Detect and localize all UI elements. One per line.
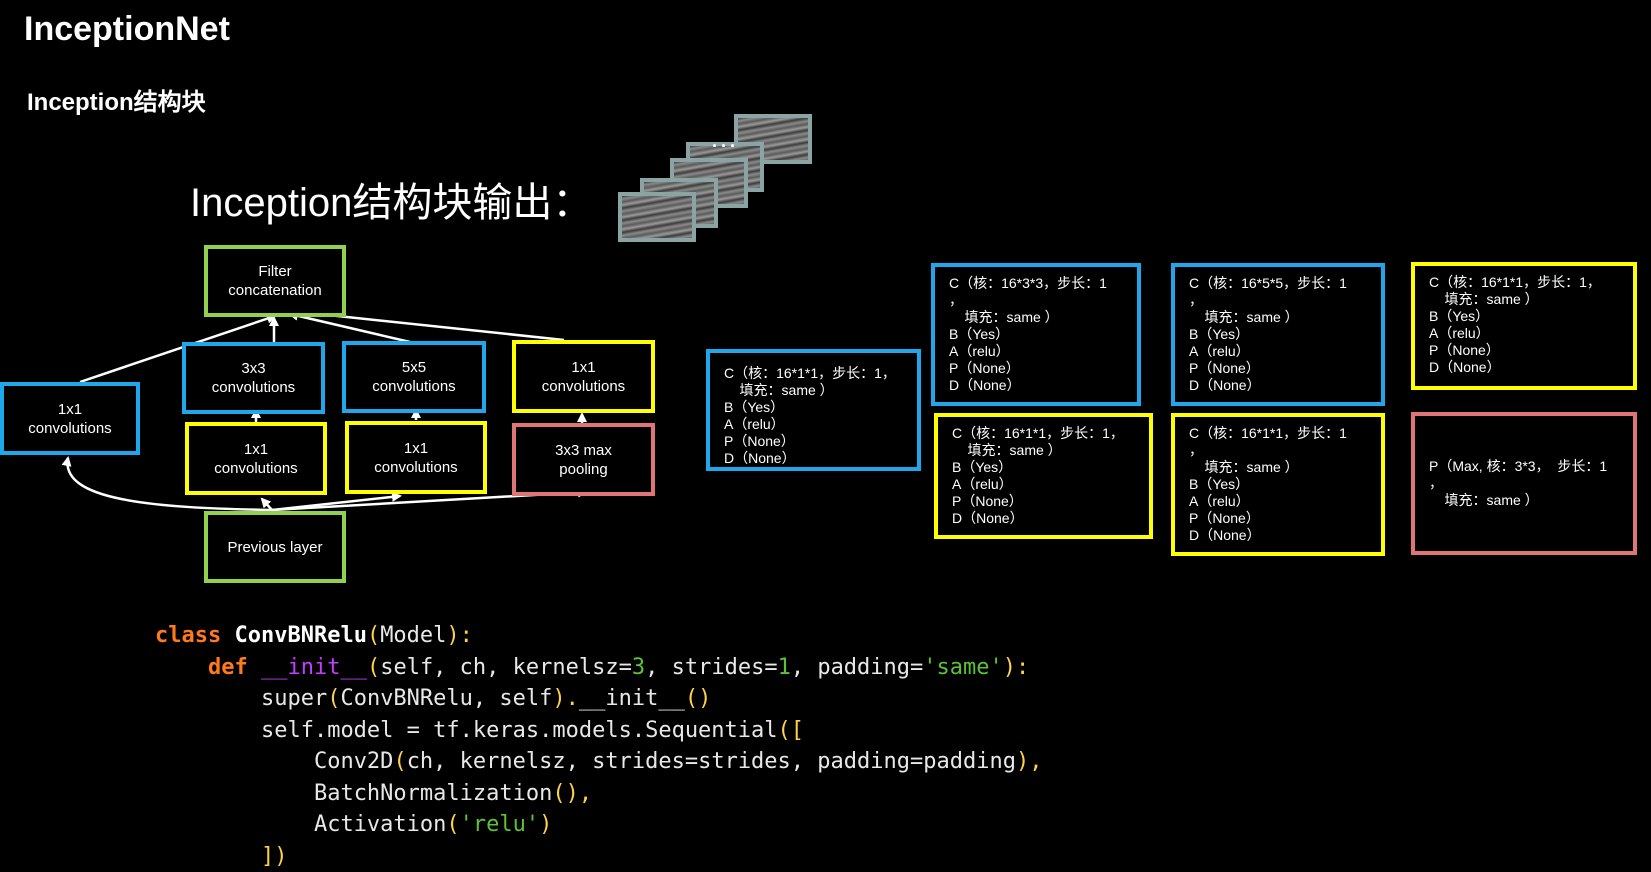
param-line: A（relu） xyxy=(952,476,1135,493)
param-line: B（Yes） xyxy=(952,459,1135,476)
param-line: A（relu） xyxy=(1189,493,1367,510)
param-line: P（None） xyxy=(724,433,903,450)
param-line: 填充：same ） xyxy=(1429,492,1619,509)
param-line: D（None） xyxy=(1189,527,1367,544)
code-line: super(ConvBNRelu, self).__init__() xyxy=(155,683,1042,715)
code-line: Activation('relu') xyxy=(155,809,1042,841)
conv-1x1-left-box: 1x1 convolutions xyxy=(0,382,140,455)
previous-layer-box: Previous layer xyxy=(204,511,346,583)
param-line: A（relu） xyxy=(724,416,903,433)
conv-1x1-under-5x5-box: 1x1 convolutions xyxy=(345,421,487,494)
conv-3x3-box: 3x3 convolutions xyxy=(182,342,325,414)
param-line: C（核：16*5*5，步长：1 xyxy=(1189,275,1367,292)
param-line: ， xyxy=(1429,475,1619,492)
param-line: B（Yes） xyxy=(1429,308,1619,325)
param-line: ， xyxy=(949,292,1123,309)
param-line: C（核：16*1*1，步长：1， xyxy=(724,365,903,382)
param-line: P（None） xyxy=(949,360,1123,377)
param-line: P（None） xyxy=(1189,510,1367,527)
param-box-conv-3x3: C（核：16*3*3，步长：1 ， 填充：same ） B（Yes） A（rel… xyxy=(931,263,1141,406)
param-line: P（Max, 核：3*3， 步长：1 xyxy=(1429,458,1619,475)
param-line: A（relu） xyxy=(949,343,1123,360)
conv-5x5-box: 5x5 convolutions xyxy=(342,341,486,413)
code-block: class ConvBNRelu(Model): def __init__(se… xyxy=(155,620,1042,872)
param-line: P（None） xyxy=(1189,360,1367,377)
param-line: 填充：same ） xyxy=(1189,459,1367,476)
code-line: ]) xyxy=(155,841,1042,872)
filter-concatenation-box: Filter concatenation xyxy=(204,245,346,317)
param-box-conv-1x1: C（核：16*1*1，步长：1， 填充：same ） B（Yes） A（relu… xyxy=(706,349,921,471)
code-line: BatchNormalization(), xyxy=(155,778,1042,810)
param-line: B（Yes） xyxy=(1189,476,1367,493)
param-line: B（Yes） xyxy=(724,399,903,416)
param-line: C（核：16*1*1，步长：1 xyxy=(1189,425,1367,442)
param-line: ， xyxy=(1189,292,1367,309)
param-line: D（None） xyxy=(1189,377,1367,394)
conv-1x1-under-3x3-box: 1x1 convolutions xyxy=(185,422,327,495)
param-line: A（relu） xyxy=(1189,343,1367,360)
max-pooling-box: 3x3 max pooling xyxy=(512,423,655,496)
param-line: C（核：16*3*3，步长：1 xyxy=(949,275,1123,292)
param-line: C（核：16*1*1，步长：1， xyxy=(1429,274,1619,291)
param-line: D（None） xyxy=(952,510,1135,527)
param-line: B（Yes） xyxy=(949,326,1123,343)
code-line: Conv2D(ch, kernelsz, strides=strides, pa… xyxy=(155,746,1042,778)
param-line: C（核：16*1*1，步长：1， xyxy=(952,425,1135,442)
arrow xyxy=(262,499,272,510)
conv-1x1-top-right-box: 1x1 convolutions xyxy=(512,340,655,413)
param-line: D（None） xyxy=(1429,359,1619,376)
param-line: 填充：same ） xyxy=(1189,309,1367,326)
param-line: 填充：same ） xyxy=(1429,291,1619,308)
param-line: D（None） xyxy=(724,450,903,467)
param-line: P（None） xyxy=(952,493,1135,510)
code-line: self.model = tf.keras.models.Sequential(… xyxy=(155,715,1042,747)
param-line: A（relu） xyxy=(1429,325,1619,342)
param-line: 填充：same ） xyxy=(952,442,1135,459)
param-box-conv-1x1-c: C（核：16*1*1，步长：1 ， 填充：same ） B（Yes） A（rel… xyxy=(1171,413,1385,556)
param-line: 填充：same ） xyxy=(724,382,903,399)
param-line: P（None） xyxy=(1429,342,1619,359)
param-box-conv-1x1-b: C（核：16*1*1，步长：1， 填充：same ） B（Yes） A（relu… xyxy=(934,413,1153,539)
param-line: D（None） xyxy=(949,377,1123,394)
code-line: def __init__(self, ch, kernelsz=3, strid… xyxy=(155,652,1042,684)
param-box-max-pooling: P（Max, 核：3*3， 步长：1 ， 填充：same ） xyxy=(1411,412,1637,555)
param-line: ， xyxy=(1189,442,1367,459)
param-line: B（Yes） xyxy=(1189,326,1367,343)
param-box-conv-1x1-d: C（核：16*1*1，步长：1， 填充：same ） B（Yes） A（relu… xyxy=(1411,262,1637,390)
param-box-conv-5x5: C（核：16*5*5，步长：1 ， 填充：same ） B（Yes） A（rel… xyxy=(1171,263,1385,406)
code-line: class ConvBNRelu(Model): xyxy=(155,620,1042,652)
param-line: 填充：same ） xyxy=(949,309,1123,326)
